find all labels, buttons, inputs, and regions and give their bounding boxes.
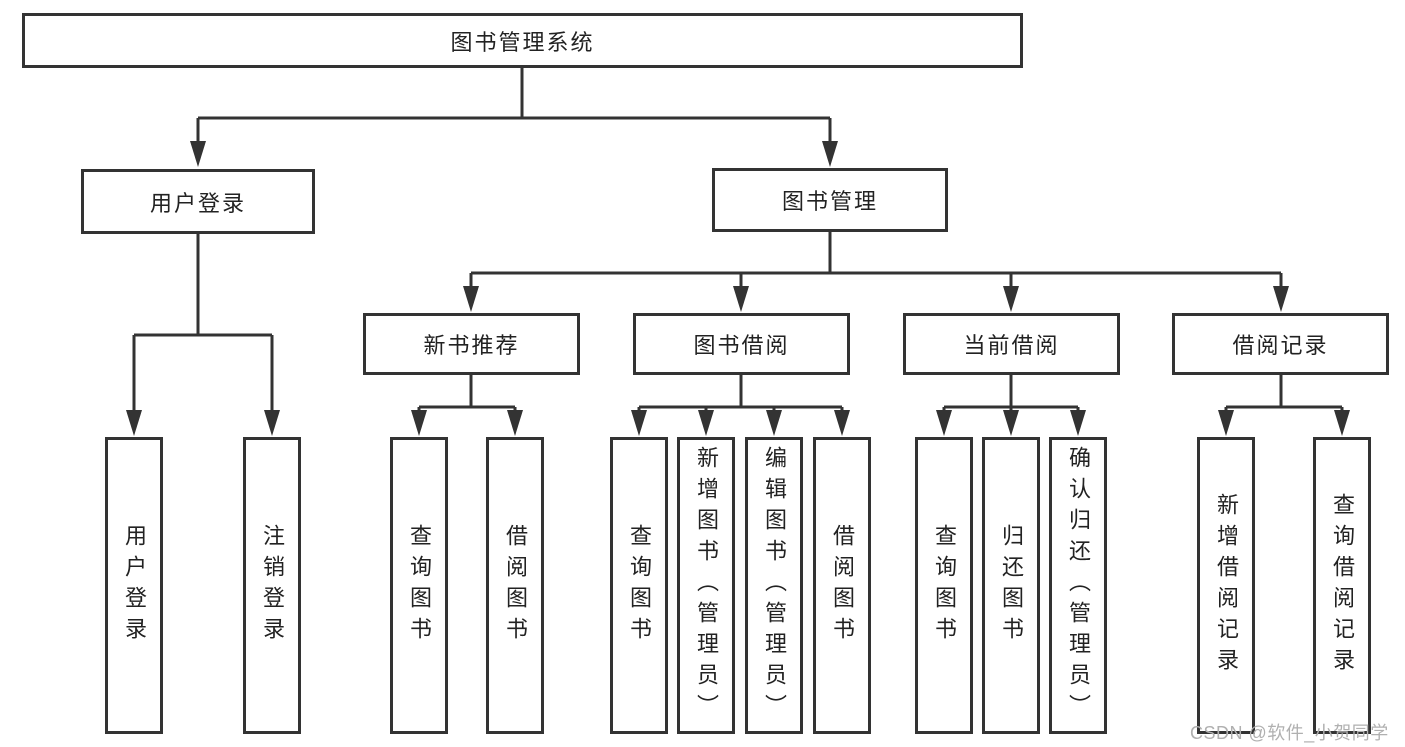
node-current-borrowing: 当前借阅 bbox=[903, 313, 1120, 375]
node-label: 注销登录 bbox=[260, 523, 285, 648]
leaf-return-book: 归还图书 bbox=[982, 437, 1040, 734]
leaf-logout: 注销登录 bbox=[243, 437, 301, 734]
node-label: 查询图书 bbox=[627, 523, 652, 648]
node-label: 查询借阅记录 bbox=[1330, 492, 1355, 679]
node-label: 图书管理系统 bbox=[450, 29, 595, 55]
leaf-query-books-recommend: 查询图书 bbox=[390, 437, 448, 734]
node-label: 新增图书（管理员） bbox=[694, 446, 719, 725]
leaf-add-book-admin: 新增图书（管理员） bbox=[677, 437, 735, 734]
leaf-borrow-books-recommend: 借阅图书 bbox=[486, 437, 544, 734]
leaf-edit-book-admin: 编辑图书（管理员） bbox=[745, 437, 803, 734]
node-label: 查询图书 bbox=[932, 523, 957, 648]
node-label: 当前借阅 bbox=[963, 333, 1060, 358]
node-borrowing-records: 借阅记录 bbox=[1172, 313, 1389, 375]
leaf-query-borrow-record: 查询借阅记录 bbox=[1313, 437, 1371, 734]
leaf-user-login: 用户登录 bbox=[105, 437, 163, 734]
node-label: 图书借阅 bbox=[693, 333, 790, 358]
node-label: 新书推荐 bbox=[423, 333, 520, 358]
leaf-query-books-current: 查询图书 bbox=[915, 437, 973, 734]
node-label: 借阅图书 bbox=[503, 523, 528, 648]
node-label: 编辑图书（管理员） bbox=[762, 446, 787, 725]
node-label: 借阅图书 bbox=[830, 523, 855, 648]
node-label: 查询图书 bbox=[407, 523, 432, 648]
leaf-add-borrow-record: 新增借阅记录 bbox=[1197, 437, 1255, 734]
node-label: 用户登录 bbox=[122, 523, 147, 648]
node-new-book-recommend: 新书推荐 bbox=[363, 313, 580, 375]
node-book-borrowing: 图书借阅 bbox=[633, 313, 850, 375]
leaf-query-books-borrow: 查询图书 bbox=[610, 437, 668, 734]
node-user-login: 用户登录 bbox=[81, 169, 315, 234]
node-label: 新增借阅记录 bbox=[1214, 492, 1239, 679]
node-library-management-system: 图书管理系统 bbox=[22, 13, 1023, 68]
node-label: 图书管理 bbox=[781, 189, 878, 214]
leaf-borrow-books: 借阅图书 bbox=[813, 437, 871, 734]
node-label: 借阅记录 bbox=[1232, 333, 1329, 358]
node-label: 确认归还（管理员） bbox=[1066, 446, 1091, 725]
leaf-confirm-return-admin: 确认归还（管理员） bbox=[1049, 437, 1107, 734]
watermark: CSDN @软件_小贺同学 bbox=[1190, 723, 1389, 743]
node-book-management: 图书管理 bbox=[712, 168, 948, 232]
node-label: 用户登录 bbox=[149, 190, 246, 216]
node-label: 归还图书 bbox=[999, 523, 1024, 648]
